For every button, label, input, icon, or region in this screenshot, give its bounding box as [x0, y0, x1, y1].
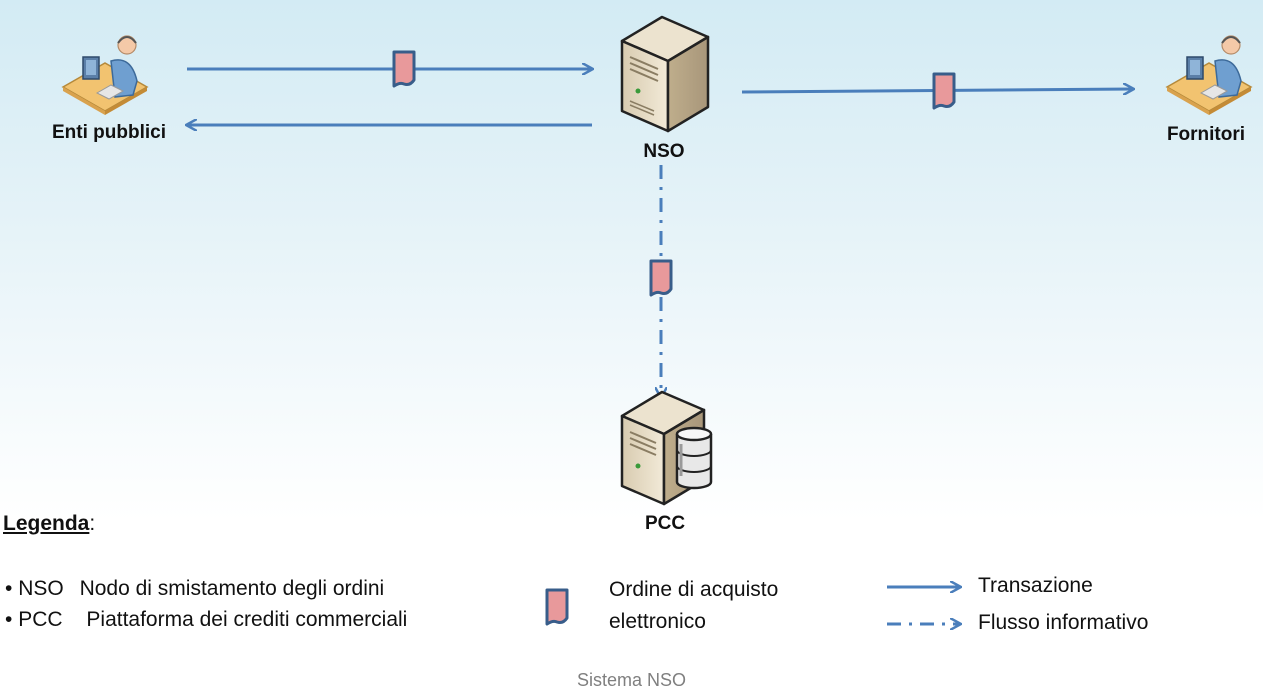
- node-label-fornitori: Fornitori: [1166, 124, 1246, 145]
- document-icon: [392, 50, 416, 88]
- legend-document-label-line2: elettronico: [609, 610, 706, 633]
- document-icon: [649, 259, 673, 297]
- legend-abbr: NSO: [18, 577, 64, 600]
- server-icon: [620, 15, 710, 133]
- node-label-pcc: PCC: [644, 513, 686, 534]
- legend-bullet: •: [5, 608, 13, 631]
- document-icon: [932, 72, 956, 110]
- legend-flusso-label: Flusso informativo: [978, 611, 1149, 634]
- user-workstation-icon: [1165, 35, 1253, 115]
- legend-title-colon: :: [89, 512, 96, 535]
- figure-caption: Sistema NSO: [576, 670, 687, 690]
- legend-abbr: PCC: [18, 608, 63, 631]
- legend-bullet: •: [5, 577, 13, 600]
- legend-heading: Legenda:: [3, 512, 95, 536]
- legend-meaning: Piattaforma dei crediti commerciali: [86, 608, 408, 631]
- user-workstation-icon: [61, 35, 149, 115]
- legend-abbreviation-nso: • NSO Nodo di smistamento degli ordini: [5, 577, 384, 601]
- node-label-nso: NSO: [643, 141, 685, 162]
- node-label-enti-pubblici: Enti pubblici: [52, 122, 166, 143]
- legend-transazione-label: Transazione: [978, 574, 1093, 597]
- legend-document-label-line1: Ordine di acquisto: [609, 578, 779, 601]
- document-icon: [545, 588, 569, 626]
- database-server-icon: [620, 390, 713, 506]
- legend-meaning: Nodo di smistamento degli ordini: [79, 577, 385, 600]
- legend-abbreviation-pcc: • PCC Piattaforma dei crediti commercial…: [5, 608, 407, 632]
- legend-title: Legenda: [3, 512, 90, 535]
